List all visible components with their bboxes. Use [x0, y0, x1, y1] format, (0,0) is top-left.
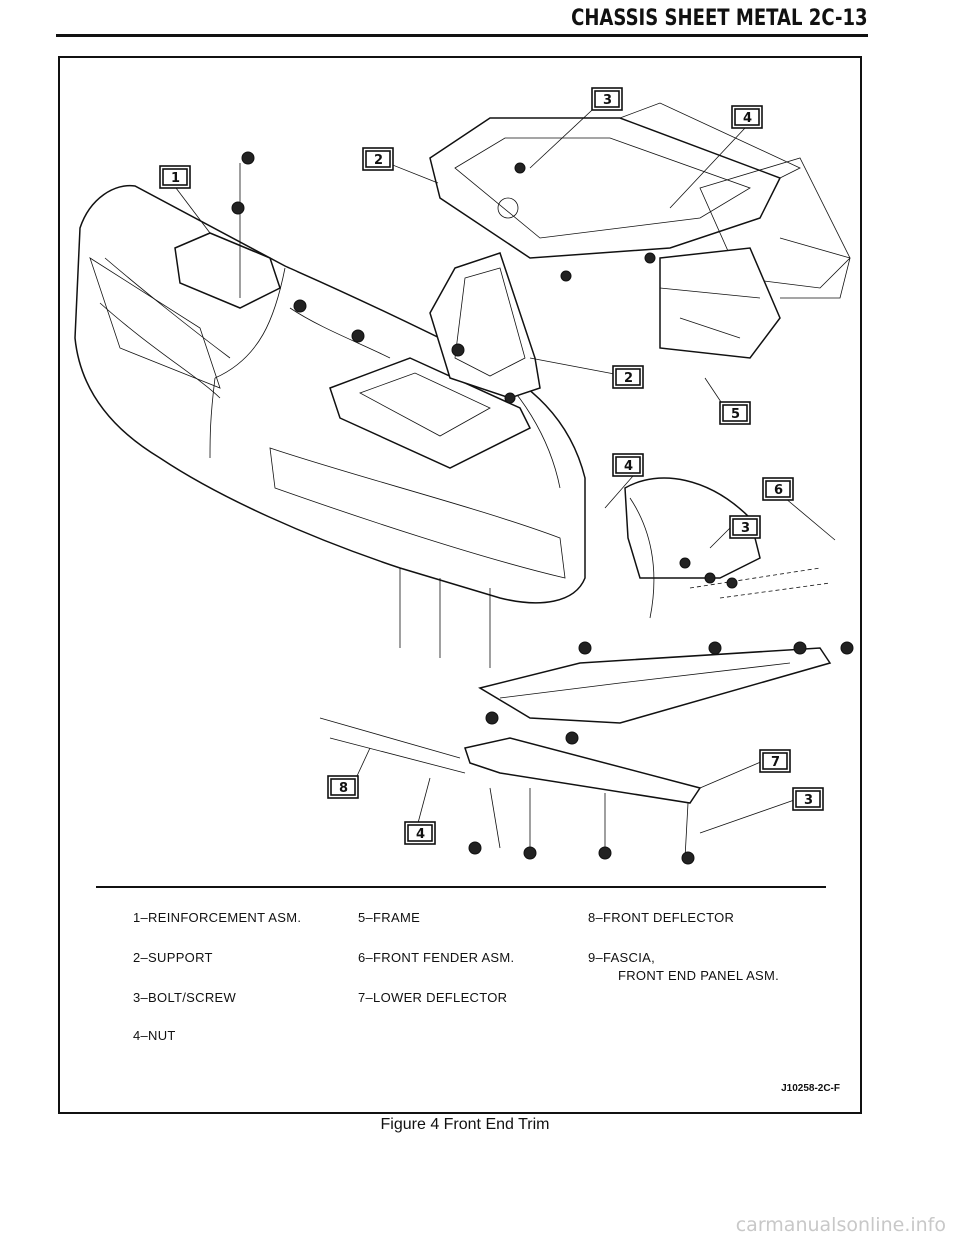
svg-text:4: 4 [624, 459, 633, 474]
upper-support-drawing [429, 102, 851, 289]
figure-id: J10258-2C-F [781, 1083, 840, 1094]
front-deflector-drawing [319, 717, 702, 865]
svg-text:2: 2 [374, 153, 383, 168]
svg-text:1: 1 [171, 171, 180, 186]
figure-frame [58, 56, 862, 1114]
legend-item-1: 1–REINFORCEMENT ASM. [133, 910, 302, 925]
svg-text:3: 3 [804, 793, 813, 808]
svg-text:6: 6 [774, 483, 783, 498]
callout-4-bottom: 4 [404, 821, 436, 845]
reinforcement-drawing [174, 151, 391, 359]
callout-8: 8 [327, 775, 359, 799]
support-drawing [329, 252, 541, 469]
callout-3-mid: 3 [729, 515, 761, 539]
frame-drawing [659, 237, 851, 359]
svg-text:4: 4 [743, 111, 752, 126]
legend-item-8: 8–FRONT DEFLECTOR [588, 910, 735, 925]
legend-item-4: 4–NUT [133, 1028, 176, 1043]
figure-caption: Figure 4 Front End Trim [380, 1116, 550, 1133]
fender-drawing [624, 477, 831, 619]
callout-2-top: 2 [362, 147, 394, 171]
svg-text:5: 5 [731, 407, 740, 422]
header-rule [56, 34, 868, 37]
svg-text:4: 4 [416, 827, 425, 842]
callout-6: 6 [762, 477, 794, 501]
callout-3-bottom: 3 [792, 787, 824, 811]
legend-rule [96, 886, 826, 888]
svg-text:8: 8 [339, 781, 348, 796]
legend-item-6: 6–FRONT FENDER ASM. [358, 950, 515, 965]
lower-deflector-drawing [478, 641, 854, 745]
front-end-trim-diagram: 1 2 3 4 2 5 4 6 3 7 8 4 3 [74, 87, 854, 865]
page-header-title: CHASSIS SHEET METAL 2C-13 [571, 6, 868, 31]
legend-item-2: 2–SUPPORT [133, 950, 213, 965]
callout-7: 7 [759, 749, 791, 773]
legend-item-3: 3–BOLT/SCREW [133, 990, 237, 1005]
legend-item-9: 9–FASCIA, [588, 950, 656, 965]
callout-4-mid: 4 [612, 453, 644, 477]
callout-5: 5 [719, 401, 751, 425]
callout-2-mid: 2 [612, 365, 644, 389]
callout-1: 1 [159, 165, 191, 189]
svg-text:2: 2 [624, 371, 633, 386]
legend-item-5: 5–FRAME [358, 910, 421, 925]
callout-4-top: 4 [731, 105, 763, 129]
svg-text:3: 3 [603, 93, 612, 108]
legend-item-9-continued: FRONT END PANEL ASM. [618, 968, 780, 983]
legend-item-7: 7–LOWER DEFLECTOR [358, 990, 508, 1005]
svg-text:7: 7 [771, 755, 780, 770]
watermark: carmanualsonline.info [735, 1214, 946, 1236]
callout-3-top: 3 [591, 87, 623, 111]
svg-text:3: 3 [741, 521, 750, 536]
